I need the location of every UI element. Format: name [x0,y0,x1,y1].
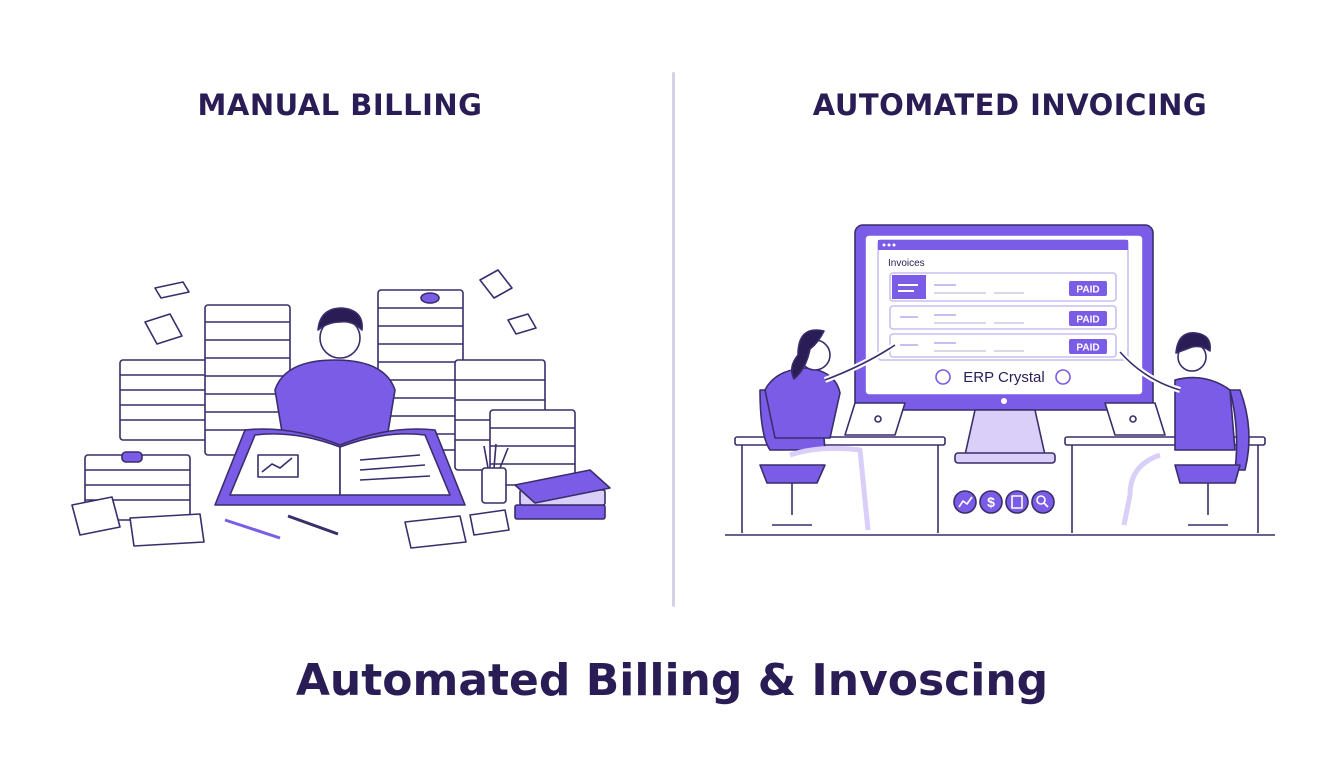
invoice-row: PAID [889,333,1117,358]
pencil-cup [481,443,509,504]
dashboard-header: Invoices [888,258,925,269]
footer-title: Automated Billing & Invoscing [295,655,1049,706]
scattered-papers [71,496,510,549]
chart-icon [953,490,977,514]
status-badge: PAID [1076,315,1099,326]
status-badge: PAID [1076,285,1099,296]
man-pointing [1117,332,1250,526]
panel-divider [672,72,675,607]
book-stack [514,469,611,520]
laptops [844,402,1166,436]
paper-stack-left [84,359,216,521]
crystal-logo-icon [1055,369,1071,385]
search-icon [1031,490,1055,514]
invoice-row: PAID [889,272,1117,302]
woman-pointing [759,329,897,531]
dollar-icon: $ [979,490,1003,514]
person-reading [274,307,396,451]
open-ledger-book [214,428,466,506]
document-icon [1005,490,1029,514]
invoice-row: PAID [889,305,1117,330]
flying-papers [144,269,537,345]
svg-text:$: $ [987,494,995,510]
manual-billing-heading: MANUAL BILLING [197,88,483,122]
invoice-dashboard: Invoices PAID PAID [877,239,1129,386]
status-badge: PAID [1076,343,1099,354]
feature-icons: $ [953,490,1055,514]
automated-invoicing-heading: AUTOMATED INVOICING [812,88,1208,122]
automated-invoicing-illustration: Invoices PAID PAID [725,224,1275,536]
paper-stack-tall-right [377,289,576,486]
erp-brand-label: ERP Crystal [963,369,1044,386]
crystal-logo-icon [935,369,951,385]
manual-billing-illustration [71,269,611,549]
pens [224,514,339,540]
